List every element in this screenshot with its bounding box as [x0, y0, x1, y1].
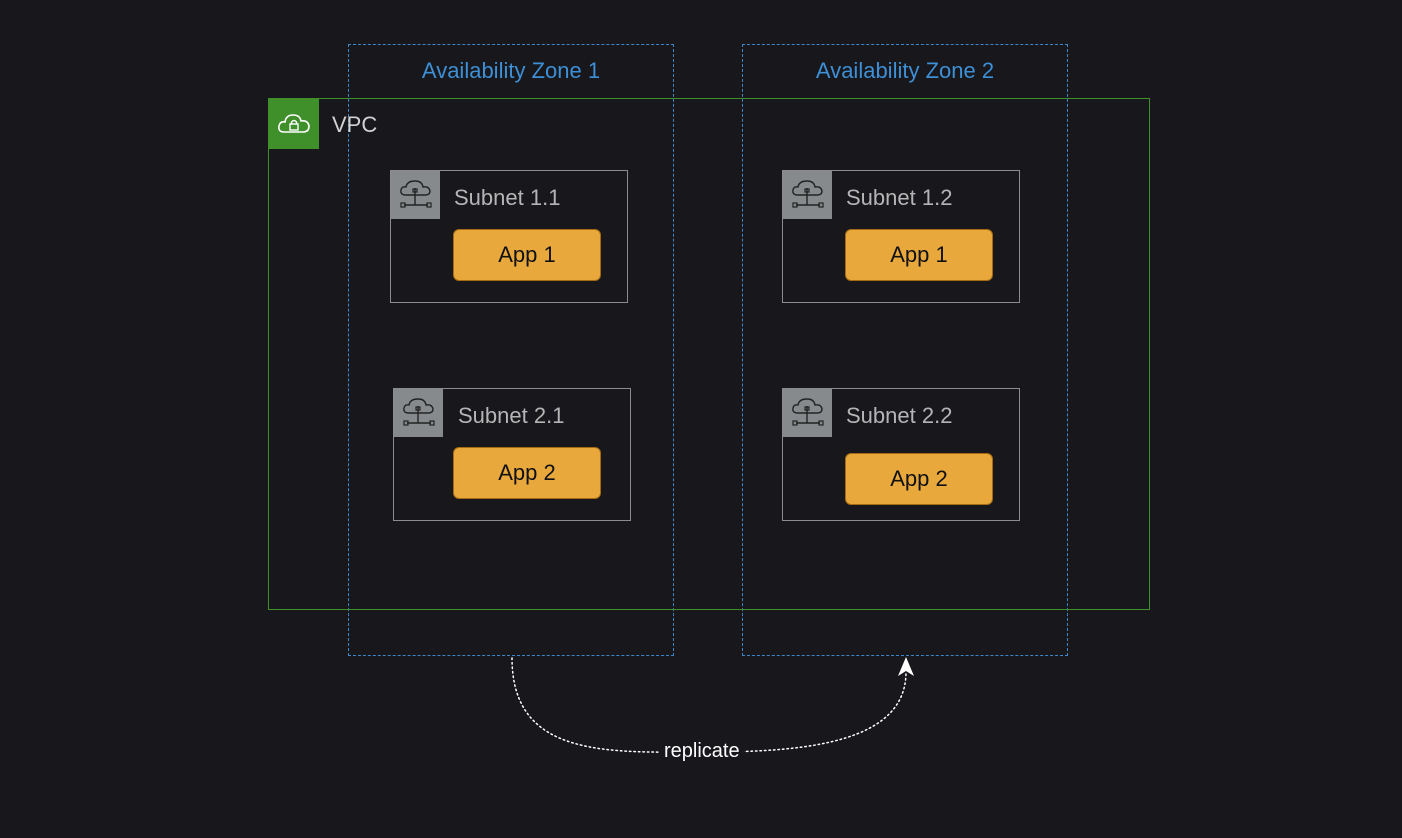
subnet-1-1: Subnet 1.1 App 1: [390, 170, 628, 303]
app-box: App 2: [845, 453, 993, 505]
replicate-arrow-line: [511, 657, 907, 753]
app-box: App 1: [845, 229, 993, 281]
subnet-network-icon: [783, 171, 832, 219]
availability-zone-2-title: Availability Zone 2: [815, 58, 995, 83]
subnet-network-icon: [391, 171, 440, 219]
subnet-2-1: Subnet 2.1 App 2: [393, 388, 631, 521]
subnet-label: Subnet 1.2: [846, 185, 953, 210]
subnet-1-2: Subnet 1.2 App 1: [782, 170, 1020, 303]
vpc-container: [268, 98, 1150, 610]
arrowhead-icon: [898, 657, 914, 676]
availability-zone-1: [348, 44, 674, 656]
app-box: App 2: [453, 447, 601, 499]
subnet-label: Subnet 2.1: [458, 403, 565, 428]
subnet-2-2: Subnet 2.2 App 2: [782, 388, 1020, 521]
subnet-network-icon: [394, 389, 443, 437]
vpc-cloud-lock-icon: [268, 99, 319, 149]
subnet-network-icon: [783, 389, 832, 437]
app-box: App 1: [453, 229, 601, 281]
replicate-label: replicate: [660, 740, 744, 763]
vpc-label: VPC: [332, 112, 378, 137]
availability-zone-1-title: Availability Zone 1: [421, 58, 601, 83]
subnet-label: Subnet 2.2: [846, 403, 953, 428]
availability-zone-2: [742, 44, 1068, 656]
subnet-label: Subnet 1.1: [454, 185, 561, 210]
